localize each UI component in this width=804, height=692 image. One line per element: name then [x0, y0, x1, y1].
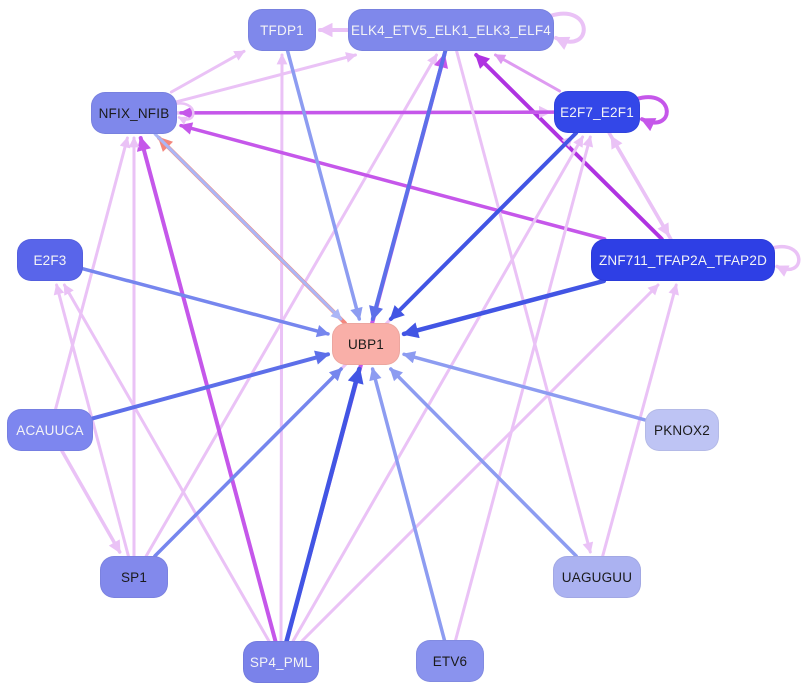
edge-nfix-nfix: [171, 102, 195, 125]
edge-acauuca-sp1: [60, 449, 122, 554]
edge-nfix-tfdp1: [169, 49, 246, 94]
edge-e2f7-nfix: [179, 106, 556, 120]
edge-sp4-e2f7: [291, 135, 585, 643]
node-label: SP4_PML: [249, 654, 313, 670]
node-label: NFIX_NFIB: [98, 105, 170, 121]
node-label: ELK4_ETV5_ELK1_ELK3_ELF4: [351, 22, 551, 38]
node-pknox2[interactable]: PKNOX2: [645, 409, 719, 451]
edge-uagugu-znf711: [601, 283, 679, 558]
node-ubp1[interactable]: UBP1: [332, 323, 400, 365]
edge-sp1-ubp1: [153, 367, 343, 558]
node-tfdp1[interactable]: TFDP1: [248, 9, 316, 51]
edge-sp1-elk4: [144, 53, 438, 558]
node-label: ZNF711_TFAP2A_TFAP2D: [598, 252, 768, 268]
node-elk4[interactable]: ELK4_ETV5_ELK1_ELK3_ELF4: [348, 9, 554, 51]
node-sp1[interactable]: SP1: [100, 556, 168, 598]
node-uagugu[interactable]: UAGUGUU: [553, 556, 641, 598]
node-label: UAGUGUU: [561, 569, 633, 585]
edge-acauuca-ubp1: [91, 350, 330, 421]
edge-etv6-ubp1: [369, 367, 447, 642]
edge-sp4-nfix: [136, 136, 278, 643]
node-acauuca[interactable]: ACAUUCA: [7, 409, 93, 451]
node-sp4[interactable]: SP4_PML: [243, 641, 319, 683]
edge-e2f7-elk4: [494, 53, 562, 93]
edge-nfix-elk4: [175, 52, 357, 104]
edge-uagugu-ubp1: [389, 367, 578, 558]
edge-pknox2-ubp1: [402, 351, 647, 422]
edge-tfdp1-ubp1: [285, 49, 363, 321]
node-e2f3[interactable]: E2F3: [17, 239, 83, 281]
edge-e2f7-ubp1: [388, 131, 579, 321]
edge-etv6-e2f7: [454, 135, 594, 642]
node-label: SP1: [120, 569, 148, 585]
edge-sp4-tfdp1: [276, 53, 288, 643]
node-label: E2F3: [33, 252, 67, 268]
node-label: PKNOX2: [654, 422, 710, 438]
node-label: UBP1: [347, 336, 385, 352]
edge-znf711-e2f7: [609, 135, 673, 241]
node-label: ACAUUCA: [16, 422, 84, 438]
node-label: E2F7_E2F1: [560, 104, 634, 120]
edge-e2f3-ubp1: [81, 267, 330, 338]
node-label: ETV6: [432, 653, 468, 669]
edge-nfix-ubp1: [153, 132, 343, 321]
node-znf711[interactable]: ZNF711_TFAP2A_TFAP2D: [591, 239, 775, 281]
node-e2f7[interactable]: E2F7_E2F1: [554, 91, 640, 133]
edge-znf711-ubp1: [401, 278, 607, 339]
edge-acauuca-nfix: [54, 136, 131, 411]
edge-elk4-ubp1: [369, 49, 448, 321]
edge-sp4-e2f3: [62, 283, 271, 643]
edge-sp4-znf711: [300, 283, 660, 643]
edge-elk4-elk4: [548, 11, 586, 50]
node-etv6[interactable]: ETV6: [416, 640, 484, 682]
edge-sp4-ubp1: [284, 366, 364, 644]
edge-znf711-znf711: [769, 244, 801, 277]
node-nfix[interactable]: NFIX_NFIB: [91, 92, 177, 134]
edge-e2f7-e2f7: [634, 95, 669, 132]
node-label: TFDP1: [260, 22, 304, 38]
